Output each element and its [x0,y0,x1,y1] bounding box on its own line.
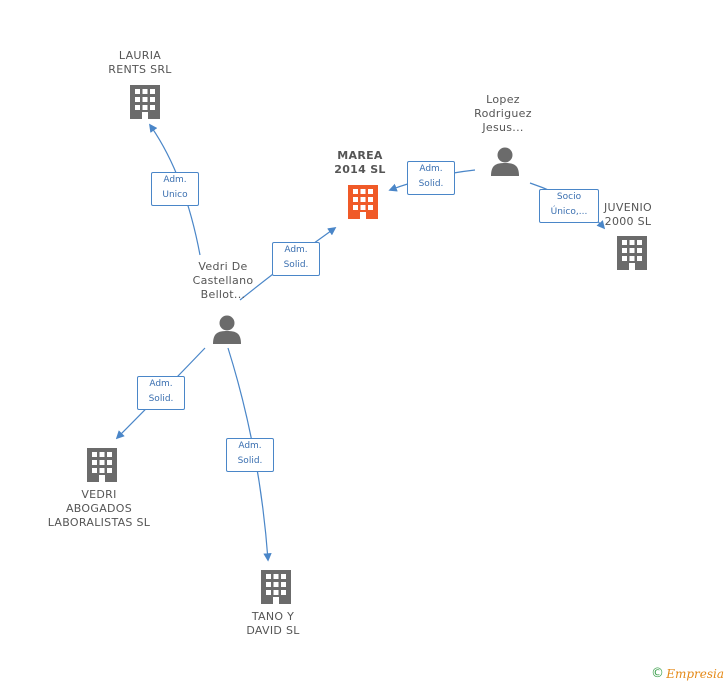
node-label-tano[interactable]: TANO Y DAVID SL [246,610,300,637]
edge-badge-vedri-lauria[interactable]: Adm. Unico [151,172,199,206]
node-label-vedri-abogados[interactable]: VEDRI ABOGADOS LABORALISTAS SL [47,488,151,529]
building-icon[interactable] [87,448,117,482]
node-label-juvenio[interactable]: JUVENIO 2000 SL [603,201,652,228]
person-icon[interactable] [491,147,519,177]
building-icon[interactable] [617,236,647,270]
building-icon[interactable] [130,85,160,119]
edge-badge-lopez-marea[interactable]: Adm. Solid. [407,161,455,195]
brand-logo: Empresia [666,667,724,681]
building-icon[interactable] [348,185,378,219]
edge-badge-vedri-marea[interactable]: Adm. Solid. [272,242,320,276]
edge-badge-vedri-tano[interactable]: Adm. Solid. [226,438,274,472]
node-label-vedri-person[interactable]: Vedri De Castellano Bellot... [192,260,254,301]
person-icon[interactable] [213,315,241,345]
copyright-icon: © [651,666,664,681]
node-label-lopez[interactable]: Lopez Rodriguez Jesus... [474,93,532,134]
building-icon[interactable] [261,570,291,604]
node-label-marea[interactable]: MAREA 2014 SL [334,149,386,176]
edge-badge-lopez-juvenio[interactable]: Socio Único,... [539,189,599,223]
edge-badge-vedri-abogados[interactable]: Adm. Solid. [137,376,185,410]
node-label-lauria[interactable]: LAURIA RENTS SRL [108,49,172,76]
